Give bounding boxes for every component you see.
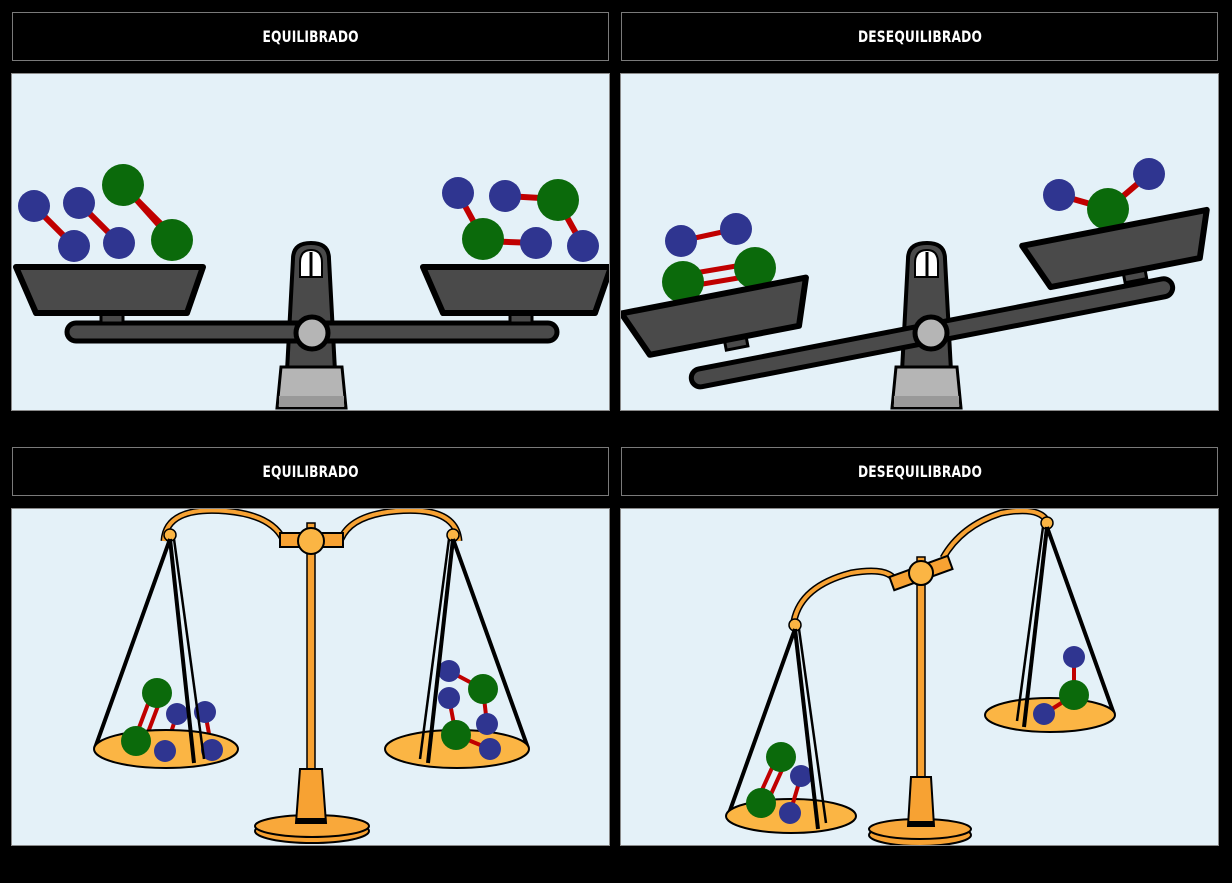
- scene-panel-1: [11, 73, 610, 411]
- cell-title-2: DESEQUILIBRADO: [621, 12, 1218, 61]
- cell-title-text: EQUILIBRADO: [262, 462, 359, 481]
- scene-panel-2: [620, 73, 1219, 411]
- molecules-left-pan: [18, 164, 193, 262]
- cell-title-4: DESEQUILIBRADO: [621, 447, 1218, 496]
- cell-title-3: EQUILIBRADO: [12, 447, 609, 496]
- cell-title-text: EQUILIBRADO: [262, 27, 359, 46]
- molecules-right-pan: [442, 177, 599, 262]
- mechanical-scale-balanced-illustration: [13, 164, 609, 410]
- scene-panel-3: [11, 508, 610, 846]
- molecules-right-pan: [384, 660, 530, 769]
- balance-scale-balanced-illustration: [93, 509, 530, 844]
- balance-scale-unbalanced-illustration: [725, 509, 1116, 845]
- cell-title-1: EQUILIBRADO: [12, 12, 609, 61]
- molecules-left-pan: [662, 213, 776, 303]
- cell-title-text: DESEQUILIBRADO: [857, 462, 982, 481]
- molecules-left-pan: [725, 742, 857, 834]
- mechanical-scale-unbalanced-illustration: [621, 158, 1210, 410]
- molecules-right-pan: [1043, 158, 1165, 230]
- cell-title-text: DESEQUILIBRADO: [857, 27, 982, 46]
- molecules-right-pan: [984, 646, 1116, 733]
- scene-panel-4: [620, 508, 1219, 846]
